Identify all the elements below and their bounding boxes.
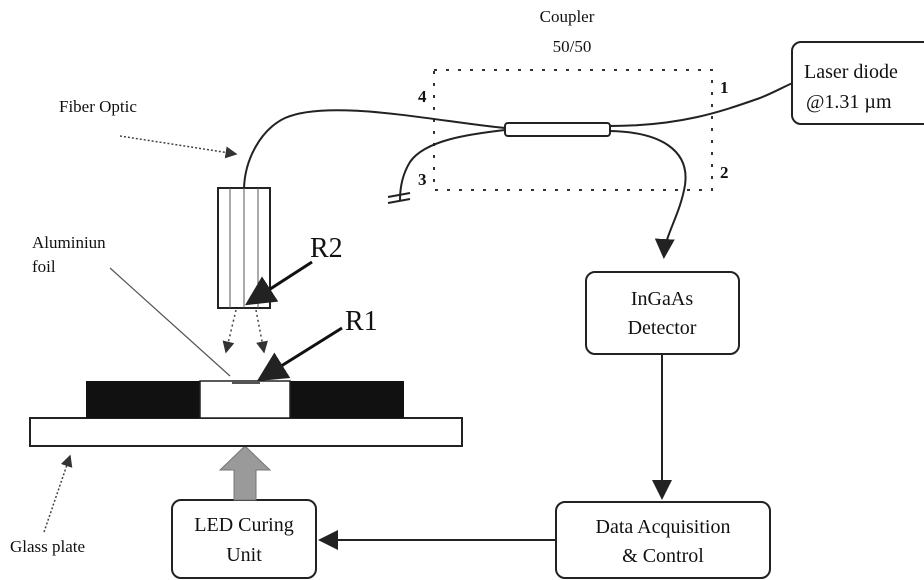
- light-ray-right: [255, 309, 268, 354]
- daq-label-line2: & Control: [622, 545, 704, 567]
- laser-diode-label-line1: Laser diode: [804, 61, 898, 83]
- glass-plate-label: Glass plate: [10, 537, 85, 556]
- detector-label-line1: InGaAs: [631, 288, 693, 310]
- led-light-arrow: [218, 445, 272, 501]
- aluminium-label-line2: foil: [32, 257, 56, 276]
- r2-label: R2: [310, 233, 343, 264]
- coupler-port-3: 3: [418, 170, 427, 189]
- coupler-port-1: 1: [720, 78, 729, 97]
- coupler-title: Coupler: [540, 7, 595, 26]
- r2-arrow: [244, 260, 313, 306]
- coupler-port-2: 2: [720, 163, 729, 182]
- coupler-ratio: 50/50: [553, 37, 592, 56]
- fiber-terminator-b: [387, 198, 411, 204]
- light-ray-left: [222, 309, 237, 354]
- aluminium-pointer: [109, 267, 231, 377]
- fiber-to-detector: [609, 130, 687, 259]
- detector-box: [585, 271, 740, 355]
- fiber-terminator-a: [387, 192, 411, 198]
- laser-diode-label-line2: @1.31 µm: [806, 91, 892, 113]
- aluminium-foil: [232, 380, 260, 384]
- fiber-to-probe: [243, 109, 506, 189]
- daq-label-line1: Data Acquisition: [596, 516, 731, 538]
- sample-center: [199, 380, 291, 419]
- coupler-port-4: 4: [418, 87, 427, 106]
- glass-plate: [29, 417, 463, 447]
- led-label-line2: Unit: [226, 544, 262, 566]
- fiber-optic-pointer: [119, 135, 238, 159]
- laser-diode-box: [791, 41, 924, 125]
- black-block-left: [86, 381, 200, 418]
- detector-label-line2: Detector: [628, 317, 697, 339]
- fiber-to-laser: [609, 81, 796, 127]
- coupler-body: [504, 122, 611, 137]
- fiber-optic-label: Fiber Optic: [59, 97, 137, 116]
- r1-label: R1: [345, 306, 378, 337]
- black-block-right: [290, 381, 404, 418]
- aluminium-label-line1: Aluminiun: [32, 233, 106, 252]
- fiber-port-3: [399, 129, 506, 201]
- r1-arrow: [256, 326, 343, 382]
- coupler-boundary: [433, 69, 713, 191]
- glass-plate-pointer: [43, 454, 73, 533]
- led-curing-box: [171, 499, 317, 579]
- led-label-line1: LED Curing: [194, 514, 293, 536]
